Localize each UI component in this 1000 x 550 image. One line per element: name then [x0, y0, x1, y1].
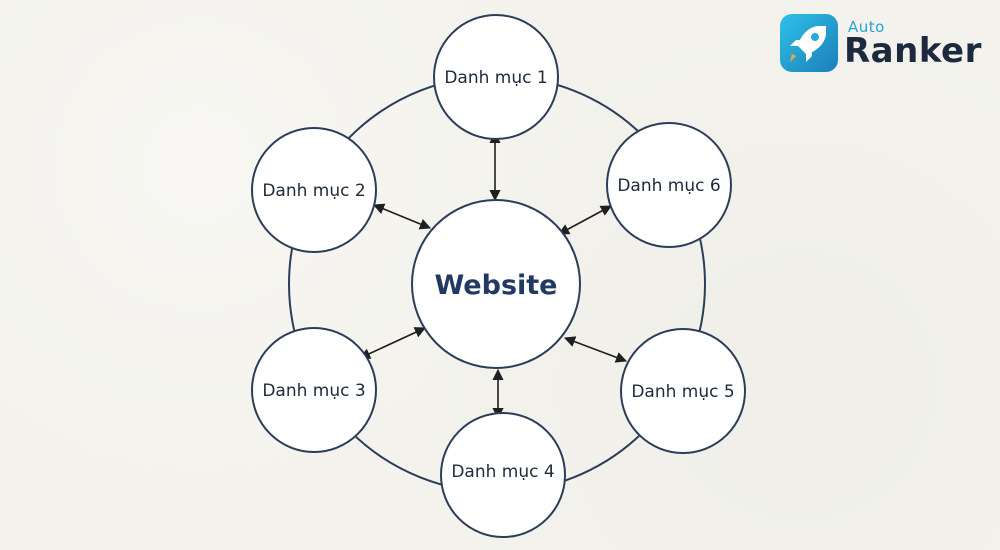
logo-ranker-text: Ranker — [844, 31, 982, 71]
connector-2 — [372, 203, 432, 230]
category-node-3: Danh mục 3 — [251, 327, 377, 453]
category-circle-1 — [433, 14, 559, 140]
category-circle-3 — [251, 327, 377, 453]
center-label: Website — [434, 270, 557, 301]
category-node-4: Danh mục 4 — [440, 412, 566, 538]
category-label-1: Danh mục 1 — [444, 68, 547, 88]
category-label-3: Danh mục 3 — [262, 381, 365, 401]
category-node-5: Danh mục 5 — [620, 328, 746, 454]
category-node-6: Danh mục 6 — [606, 122, 732, 248]
rocket-icon — [780, 14, 838, 72]
category-label-6: Danh mục 6 — [617, 176, 720, 196]
category-label-4: Danh mục 4 — [451, 462, 554, 482]
connector-6 — [558, 205, 612, 235]
category-circle-5 — [620, 328, 746, 454]
category-circle-6 — [606, 122, 732, 248]
category-label-2: Danh mục 2 — [262, 181, 365, 201]
connector-5 — [563, 336, 628, 363]
connector-3 — [358, 327, 427, 359]
center-node: Website — [411, 199, 581, 369]
category-node-1: Danh mục 1 — [433, 14, 559, 140]
logo-auto-text: Auto — [848, 18, 885, 36]
category-circle-4 — [440, 412, 566, 538]
center-circle — [411, 199, 581, 369]
autoranker-logo: Auto Ranker — [778, 12, 988, 74]
category-label-5: Danh mục 5 — [631, 382, 734, 402]
category-node-2: Danh mục 2 — [251, 127, 377, 253]
category-circle-2 — [251, 127, 377, 253]
connectors — [358, 131, 628, 420]
